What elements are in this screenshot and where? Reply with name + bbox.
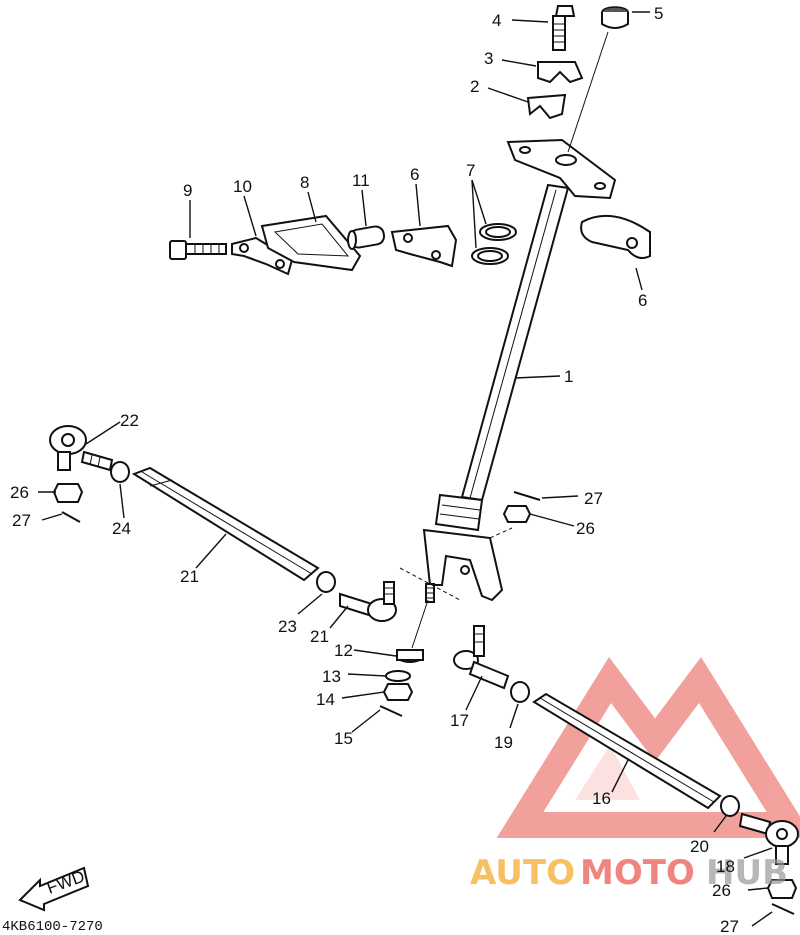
callout-20-number: 20	[690, 837, 709, 856]
catalog-code: 4KB6100-7270	[2, 919, 103, 935]
callout-27-right: 27	[720, 917, 739, 935]
bearing-holder-part-6-right	[580, 215, 651, 259]
callout-3: 3	[484, 49, 493, 68]
cotter-pin-part-27-center	[513, 491, 541, 501]
fwd-arrow-icon: FWD	[18, 866, 90, 912]
nut-part-26-center	[502, 505, 532, 523]
steering-shaft	[399, 183, 570, 603]
tie-rod-end-part-18	[738, 812, 799, 865]
callout-23: 22	[120, 411, 139, 430]
washer-part-13	[385, 670, 411, 682]
nut-part-14	[382, 683, 414, 701]
callout-9: 9	[183, 181, 192, 200]
collar-part-11	[347, 225, 386, 250]
callout-27-left: 27	[12, 511, 31, 530]
bolt-part-4	[552, 5, 576, 51]
callout-26-center: 26	[576, 519, 595, 538]
callout-1: 1	[564, 367, 573, 386]
leader-lines	[38, 11, 773, 927]
holder-upper-part-3	[537, 61, 584, 84]
callout-25: 24	[112, 519, 131, 538]
callout-17: 17	[450, 711, 469, 730]
callout-13: 13	[322, 667, 341, 686]
watermark-text-hub: HUB	[706, 853, 788, 893]
tie-rod-end-part-22	[339, 581, 397, 622]
callout-14: 14	[316, 690, 335, 709]
callout-26-right: 26	[712, 881, 731, 900]
callout-5: 5	[654, 4, 663, 23]
bushing-pair-part-7	[471, 223, 517, 265]
callout-11: 11	[352, 171, 370, 190]
bushing-part-12	[396, 649, 424, 663]
callout-26-left: 26	[10, 483, 29, 502]
callout-6-right: 6	[638, 291, 647, 310]
tie-rod-part-16	[532, 692, 722, 810]
nut-part-24	[316, 571, 336, 593]
callout-7: 7	[466, 161, 475, 180]
callout-24: 23	[278, 617, 297, 636]
watermark-text-moto: MOTO	[580, 853, 695, 893]
cap-part-5	[601, 6, 629, 29]
callout-19: 19	[494, 733, 513, 752]
nut-part-20	[720, 795, 740, 817]
nut-part-19	[510, 681, 530, 703]
watermark-text-auto: AUTO	[470, 853, 575, 893]
watermark-text: AUTO MOTO HUB	[470, 853, 788, 893]
cotter-pin-part-27-right	[771, 903, 795, 915]
callout-2: 2	[470, 77, 479, 96]
bearing-holder-part-6-left	[390, 224, 458, 268]
callout-8: 8	[300, 173, 309, 192]
holder-lower-part-2	[526, 93, 567, 120]
cotter-pin-part-15	[379, 705, 403, 717]
callout-labels: 4 5 3 2 1 9 10 8 11 6 7 6 22 26 27 24 21…	[10, 4, 739, 935]
callout-22: 21	[310, 627, 329, 646]
callout-12: 12	[334, 641, 353, 660]
nut-part-26-left	[52, 483, 84, 503]
cotter-pin-part-27-left	[61, 511, 81, 523]
callout-27-center: 27	[584, 489, 603, 508]
handlebar-holder-bracket	[506, 138, 617, 200]
tie-rod-end-part-17	[453, 625, 510, 690]
nut-part-25	[110, 461, 130, 483]
tie-rod-end-part-23	[49, 425, 114, 472]
lock-washer-part-10	[231, 236, 294, 276]
callout-21: 21	[180, 567, 199, 586]
callout-10: 10	[233, 177, 252, 196]
callout-6-left: 6	[410, 165, 419, 184]
bolt-part-9	[169, 240, 227, 260]
callout-16: 16	[592, 789, 611, 808]
callout-18: 18	[716, 857, 735, 876]
tie-rod-part-21	[131, 466, 320, 582]
callout-15: 15	[334, 729, 353, 748]
plate-part-8	[260, 214, 362, 272]
callout-4: 4	[492, 11, 501, 30]
